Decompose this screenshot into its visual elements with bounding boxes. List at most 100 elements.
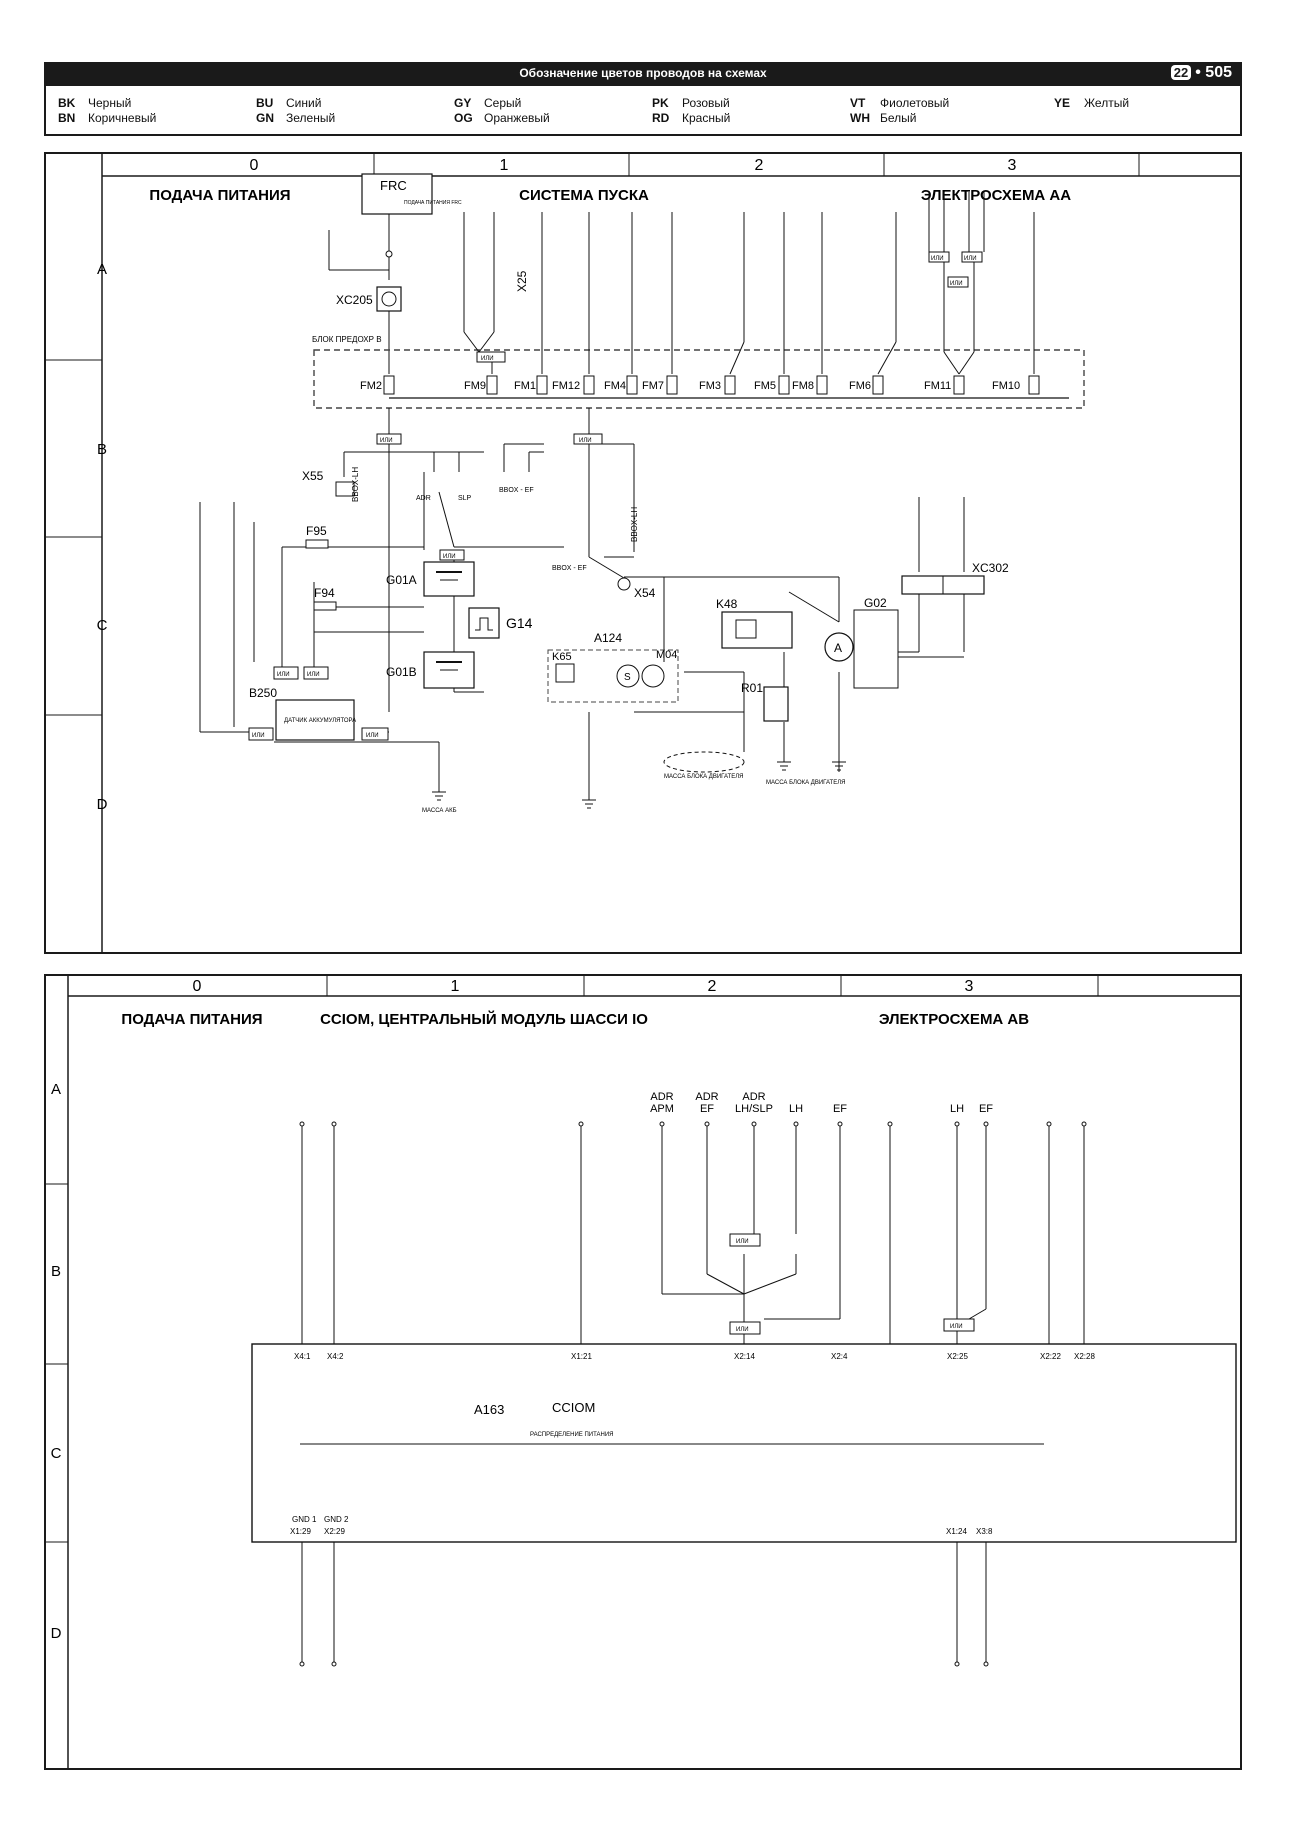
svg-text:EF: EF [700,1103,714,1115]
g01a-label: G01A [386,573,417,587]
xc205-label: XC205 [336,293,373,307]
svg-text:GND 2: GND 2 [324,1515,349,1524]
module-id: A163 [474,1402,504,1417]
wiring-diagram-starting-system: 0 1 2 3 A B C D ПОДАЧА ПИТАНИЯ СИСТЕМА П… [44,152,1242,954]
fuse-fm10: FM10 [992,380,1020,392]
page-header: Обозначение цветов проводов на схемах 22… [44,62,1242,86]
col-1: 1 [500,157,509,174]
x55-label: X55 [302,469,324,483]
fuse-fm9: FM9 [464,380,486,392]
section-aa: ЭЛЕКТРОСХЕМА АА [921,187,1071,204]
fuse-box-b [313,349,1085,409]
b250-label: B250 [249,686,277,700]
x54-label: X54 [634,586,656,600]
frc-box [361,173,433,215]
header-title: Обозначение цветов проводов на схемах [519,66,767,80]
module-name: CCIOM [552,1400,595,1415]
svg-text:ИЛИ: ИЛИ [736,1327,749,1333]
alternator-g02 [824,632,854,662]
svg-text:X2:25: X2:25 [947,1352,968,1361]
svg-text:ИЛИ: ИЛИ [950,281,963,287]
svg-text:X2:22: X2:22 [1040,1352,1061,1361]
svg-text:LH: LH [950,1103,964,1115]
svg-text:A: A [834,641,842,655]
g14-label: G14 [506,615,533,631]
fuse-group: FM2 FM9 FM1 FM12 FM4 FM7 FM3 FM5 FM8 FM6… [360,375,1040,395]
x25-label: X25 [515,270,529,292]
svg-text:BBOX - EF: BBOX - EF [499,487,534,494]
page-number: 22• 505 [1170,64,1232,82]
fuse-fm11: FM11 [924,380,951,392]
svg-text:ИЛИ: ИЛИ [307,672,320,678]
svg-text:ADR: ADR [416,495,431,502]
resistor-r01 [763,686,789,722]
svg-text:ADR: ADR [742,1091,765,1103]
svg-text:EF: EF [833,1103,847,1115]
f95-label: F95 [306,524,327,538]
svg-text:BBOX-LH: BBOX-LH [630,507,639,542]
svg-text:ADR: ADR [695,1091,718,1103]
section-cciom: CCIOM, ЦЕНТРАЛЬНЫЙ МОДУЛЬ ШАССИ IO [320,1010,648,1028]
svg-text:LH: LH [789,1103,803,1115]
svg-text:ИЛИ: ИЛИ [736,1239,749,1245]
svg-text:ДАТЧИК АККУМУЛЯТОРА: ДАТЧИК АККУМУЛЯТОРА [284,718,356,724]
svg-text:X2:14: X2:14 [734,1352,755,1361]
fuse-fm7: FM7 [642,380,664,392]
module-subtitle: РАСПРЕДЕЛЕНИЕ ПИТАНИЯ [530,1432,614,1438]
svg-text:X4:2: X4:2 [327,1352,344,1361]
svg-text:ИЛИ: ИЛИ [277,672,290,678]
section-starting: СИСТЕМА ПУСКА [519,187,649,204]
frc-label: FRC [380,178,407,193]
svg-text:APM: APM [650,1103,674,1115]
fuse-fm8: FM8 [792,380,814,392]
svg-text:ИЛИ: ИЛИ [964,256,977,262]
k65-label: K65 [552,651,572,663]
svg-text:X2:4: X2:4 [831,1352,848,1361]
row-b: B [97,441,107,458]
fuse-fm2: FM2 [360,380,382,392]
svg-text:ИЛИ: ИЛИ [366,733,379,739]
col-1: 1 [451,978,460,995]
row-a: A [97,261,107,278]
fuse-fm12: FM12 [552,380,580,392]
frc-sub: ПОДАЧА ПИТАНИЯ FRC [404,200,462,206]
fuse-fm5: FM5 [754,380,776,392]
svg-text:X1:24: X1:24 [946,1527,967,1536]
f94-label: F94 [314,586,335,600]
a124-label: A124 [594,631,622,645]
r01-label: R01 [741,681,763,695]
relay-k48 [721,611,793,649]
svg-text:X2:28: X2:28 [1074,1352,1095,1361]
col-3: 3 [1008,157,1017,174]
fusebox-label: БЛОК ПРЕДОХР B [312,335,382,344]
svg-text:S: S [624,672,631,683]
svg-text:X3:8: X3:8 [976,1527,993,1536]
svg-text:BBOX-LH: BBOX-LH [351,467,360,502]
svg-text:X1:29: X1:29 [290,1527,311,1536]
svg-text:EF: EF [979,1103,993,1115]
page-number-value: 505 [1205,64,1232,81]
g14-box [468,607,500,639]
row-c: C [97,617,108,634]
svg-text:SLP: SLP [458,495,472,502]
svg-text:ИЛИ: ИЛИ [950,1324,963,1330]
module-a163-cciom [251,1343,1237,1543]
svg-text:BBOX - EF: BBOX - EF [552,565,587,572]
g02-label: G02 [864,596,887,610]
row-d: D [97,796,108,813]
svg-text:ИЛИ: ИЛИ [931,256,944,262]
col-0: 0 [250,157,259,174]
